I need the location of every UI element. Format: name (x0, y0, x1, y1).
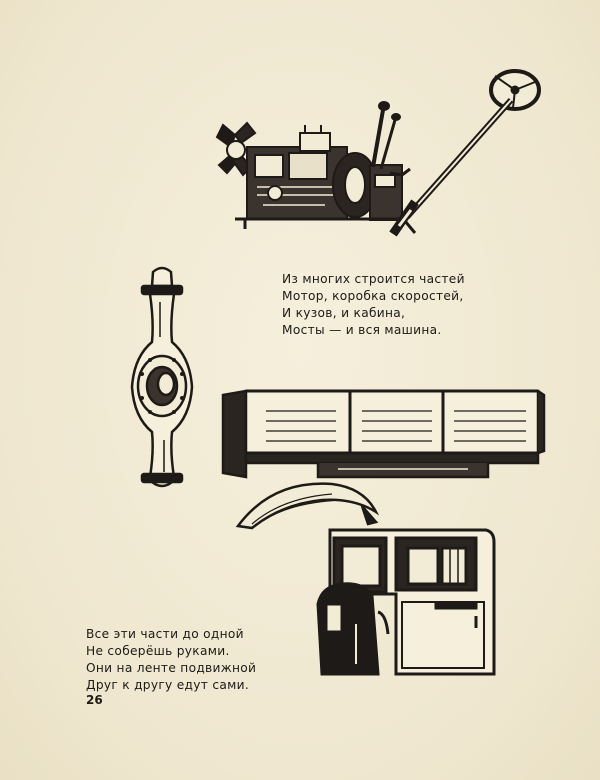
verse-line: Они на ленте подвижной (86, 661, 257, 675)
rear-axle-illustration (130, 266, 194, 488)
verse-line: Из многих строится частей (282, 272, 465, 286)
verse-bottom: Все эти части до одной Не соберёшь рукам… (86, 626, 256, 694)
fender-illustration (235, 482, 380, 530)
truck-cabin-illustration (316, 528, 496, 676)
truck-cargo-body-illustration (221, 389, 546, 479)
page-number: 26 (86, 693, 103, 707)
verse-line: Не соберёшь руками. (86, 644, 230, 658)
verse-line: Мосты — и вся машина. (282, 323, 442, 337)
verse-line: И кузов, и кабина, (282, 306, 406, 320)
engine-gearbox-illustration (215, 101, 417, 234)
verse-line: Друг к другу едут сами. (86, 678, 250, 692)
verse-line: Мотор, коробка скоростей, (282, 289, 464, 303)
verse-top: Из многих строится частей Мотор, коробка… (282, 271, 465, 339)
verse-line: Все эти части до одной (86, 627, 244, 641)
steering-wheel-illustration (389, 69, 541, 237)
